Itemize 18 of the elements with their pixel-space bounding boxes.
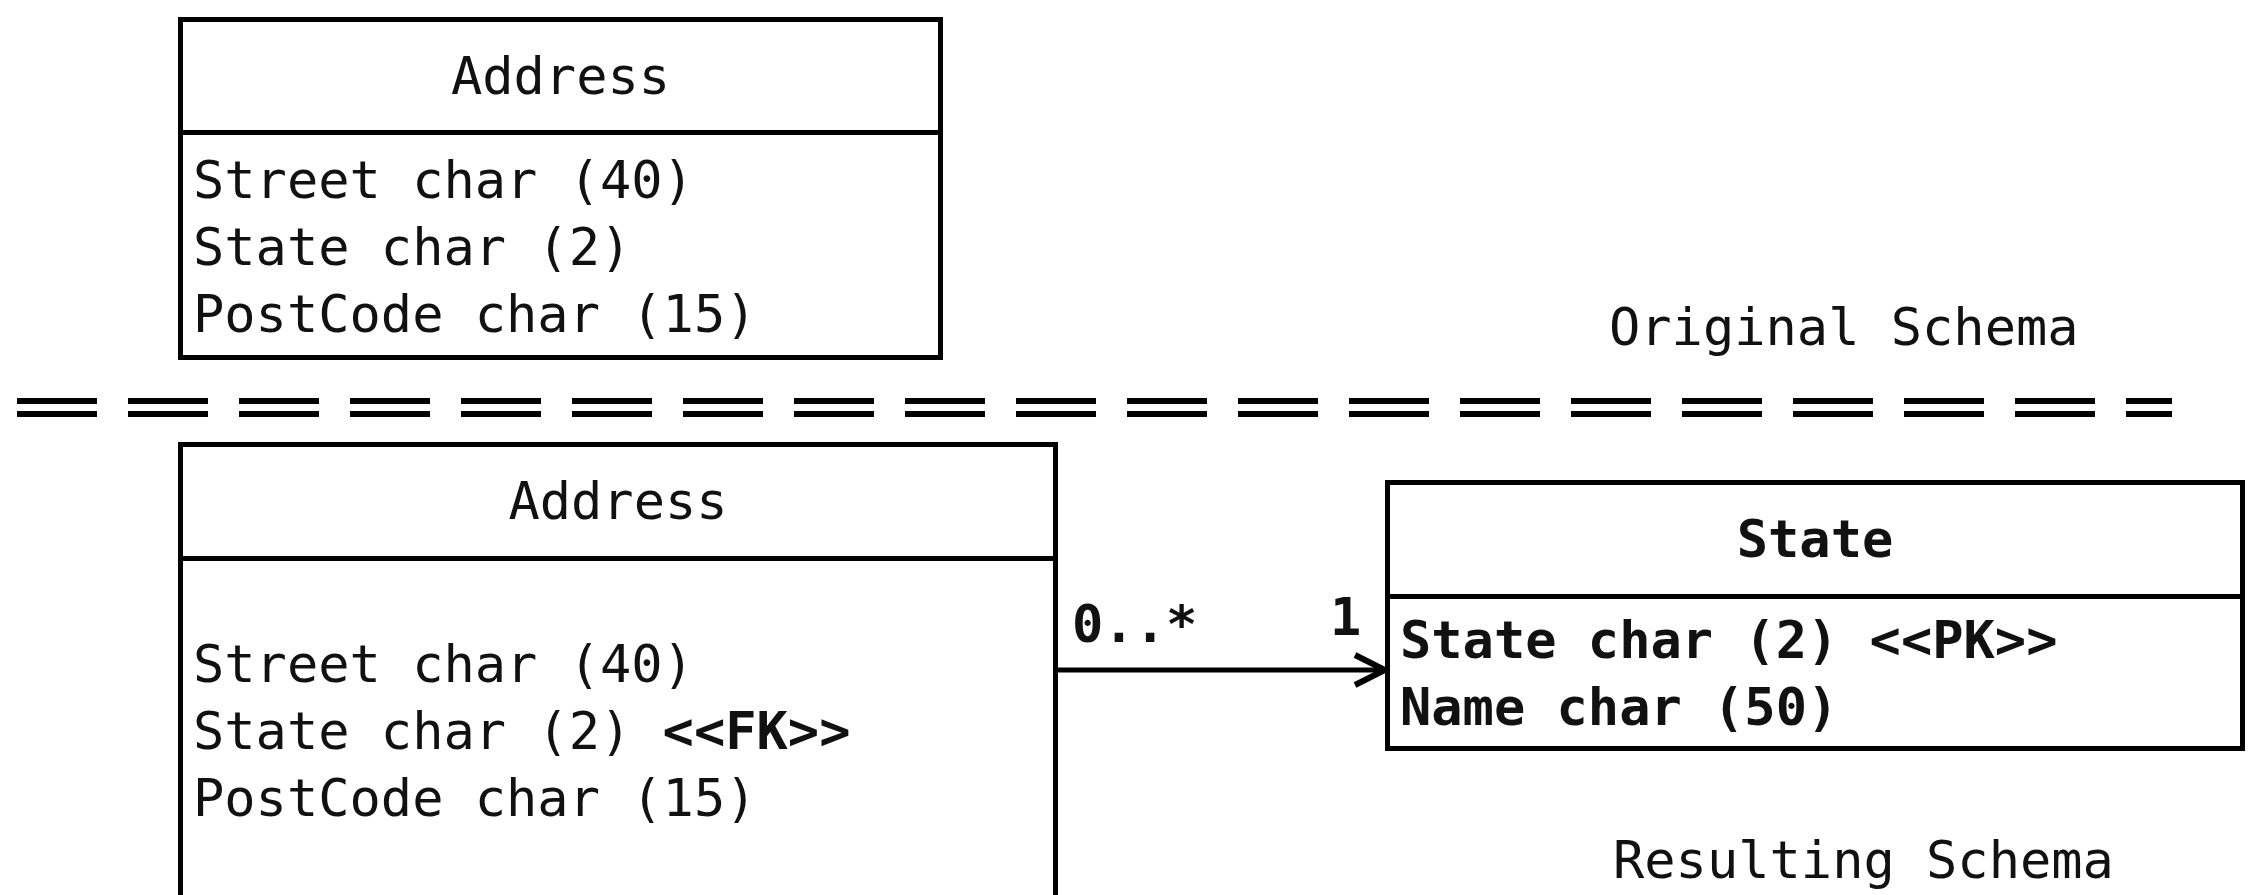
attribute-text: Name char (50) (1400, 676, 1840, 739)
class-name: Address (508, 470, 728, 533)
class-box (178, 17, 943, 360)
attribute-text: Street char (40) (193, 633, 695, 696)
attribute-text: PostCode char (15) (193, 283, 758, 346)
multiplicity-label: 0..* (1072, 594, 1198, 654)
schema-caption: Resulting Schema (1613, 830, 2114, 890)
attribute-text: PostCode char (15) (193, 767, 758, 830)
class-name: Address (450, 44, 671, 108)
attribute-text: State char (2) <<PK>> (1400, 609, 2059, 672)
attribute-text: Street char (40) (193, 149, 695, 212)
class-name: State (1736, 508, 1894, 571)
class-box (178, 442, 1058, 895)
attribute-text: State char (2) (193, 216, 633, 279)
class-box (1385, 480, 2245, 751)
multiplicity-label: 1 (1330, 587, 1362, 647)
attribute-text: State char (2) <<FK>> (193, 700, 852, 763)
schema-caption: Original Schema (1609, 297, 2079, 357)
